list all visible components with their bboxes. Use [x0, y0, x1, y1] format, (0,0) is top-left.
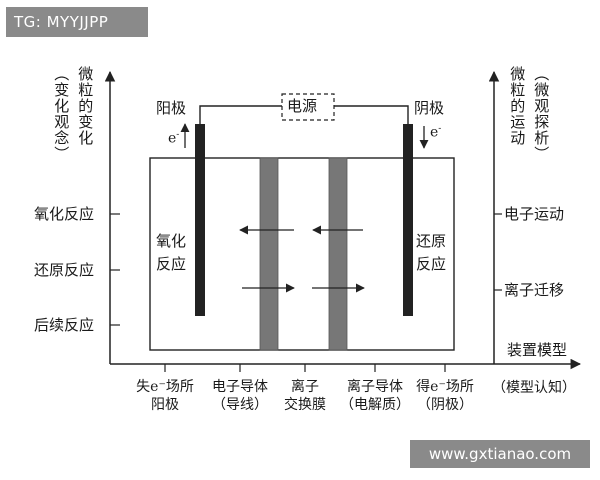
- wire-right: [334, 105, 409, 124]
- power-source-box: [281, 93, 335, 121]
- left-axis-title: 微粒的变化: [76, 66, 95, 146]
- watermark-bottom: www.gxtianao.com: [410, 440, 590, 468]
- right-axis-title: 微粒的运动: [508, 66, 527, 146]
- electron-label-anode: e-: [168, 130, 180, 147]
- oxidation-label-2: 反应: [156, 255, 187, 273]
- right-axis-subtitle: （微观探析）: [532, 66, 551, 162]
- bottom-label: 得e⁻场所（阴极）: [416, 379, 474, 413]
- left-axis-subtitle: （变化观念）: [52, 66, 71, 162]
- cell-box: [149, 157, 455, 351]
- left-axis-item: 氧化反应: [34, 205, 95, 223]
- left-axis-item: 还原反应: [34, 261, 95, 279]
- x-axis-title: 装置模型: [507, 341, 568, 359]
- reduction-label-2: 反应: [416, 255, 447, 273]
- electron-label-cathode: e-: [430, 124, 442, 141]
- left-axis-item: 后续反应: [34, 316, 95, 334]
- membrane-left: [259, 157, 279, 351]
- right-axis-item: 电子运动: [504, 205, 565, 223]
- oxidation-label-1: 氧化: [156, 232, 187, 250]
- anode-electrode: [195, 124, 205, 316]
- right-axis-item: 离子迁移: [504, 281, 565, 299]
- wire-left: [199, 105, 282, 124]
- watermark-top: TG: MYYJJPP: [6, 7, 148, 37]
- bottom-label: 离子导体（电解质）: [340, 379, 410, 413]
- x-axis-subtitle: （模型认知）: [492, 380, 576, 396]
- power-source-label: 电源: [287, 97, 318, 115]
- bottom-label: 电子导体（导线）: [212, 379, 268, 413]
- cathode-label: 阴极: [414, 99, 445, 117]
- membrane-right: [328, 157, 348, 351]
- bottom-label: 离子交换膜: [284, 379, 326, 413]
- anode-label: 阳极: [156, 99, 187, 117]
- reduction-label-1: 还原: [416, 232, 447, 250]
- cathode-electrode: [403, 124, 413, 316]
- bottom-label: 失e⁻场所阳极: [136, 379, 194, 413]
